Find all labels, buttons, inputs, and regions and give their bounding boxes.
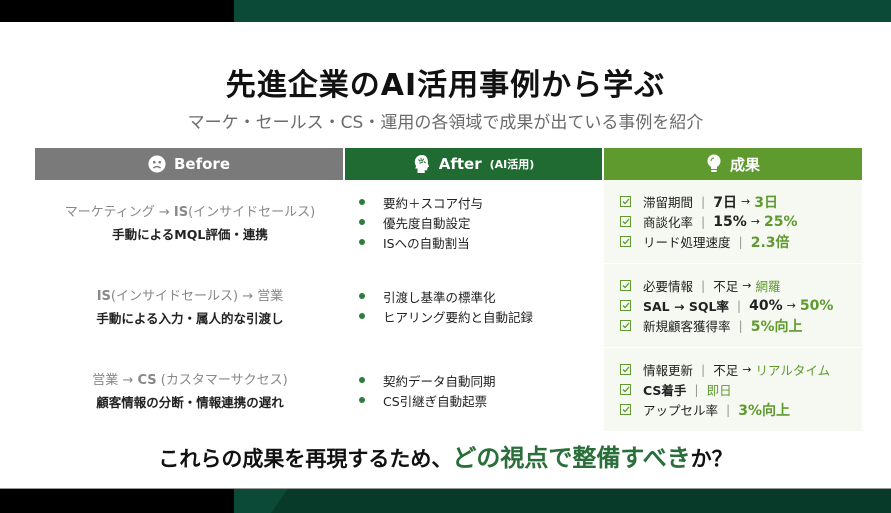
result-item: 必要情報| 不足→ 網羅 <box>620 276 862 296</box>
bullet-icon <box>359 199 365 205</box>
after-cell-2: 引渡し基準の標準化 ヒアリング要約と自動記録 <box>345 264 604 348</box>
before-cell-1: マーケティング → IS(インサイドセールス) 手動によるMQL評価・連携 <box>35 180 345 264</box>
bullet-icon <box>359 239 365 245</box>
slide-title: 先進企業のAI活用事例から学ぶ <box>225 68 666 103</box>
header-after-sublabel: (AI活用) <box>489 158 535 171</box>
checkbox-icon <box>620 196 631 207</box>
result-item: 商談化率| 15%→ 25% <box>620 212 862 232</box>
issue-text: 手動による入力・属人的な引渡し <box>96 311 284 326</box>
result-item: リード処理速度| 2.3倍 <box>620 232 862 252</box>
header-after: After (AI活用) <box>345 148 604 180</box>
checkbox-icon <box>620 404 631 415</box>
comparison-table: Before After (AI活用) 成果 マーケティング → IS(インサイ… <box>35 148 862 432</box>
lightbulb-icon <box>706 154 722 174</box>
result-item: 新規顧客獲得率| 5%向上 <box>620 316 862 336</box>
header-before: Before <box>35 148 345 180</box>
brain-head-icon <box>413 154 431 174</box>
top-banner-black <box>0 0 234 22</box>
list-item: CS引継ぎ自動起票 <box>359 390 604 410</box>
after-cell-1: 要約＋スコア付与 優先度自動設定 ISへの自動割当 <box>345 180 604 264</box>
bullet-icon <box>359 377 365 383</box>
bullet-icon <box>359 293 365 299</box>
flow-label: 営業 → CS (カスタマーサクセス) <box>92 373 288 388</box>
flow-label: IS(インサイドセールス) → 営業 <box>96 289 284 304</box>
top-banner-green <box>234 0 891 22</box>
issue-text: 顧客情報の分断・情報連携の遅れ <box>96 395 284 410</box>
result-item: SAL → SQL率| 40%→ 50% <box>620 296 862 316</box>
after-cell-3: 契約データ自動同期 CS引継ぎ自動起票 <box>345 348 604 432</box>
bullet-icon <box>359 219 365 225</box>
after-list: 要約＋スコア付与 優先度自動設定 ISへの自動割当 <box>359 192 604 252</box>
list-item: 引渡し基準の標準化 <box>359 286 604 306</box>
checkbox-icon <box>620 320 631 331</box>
header-after-label: After <box>438 155 482 173</box>
result-item: CS着手| 即日 <box>620 380 862 400</box>
bottom-banner <box>0 488 891 513</box>
bottom-banner-black <box>0 489 234 513</box>
flow-label: マーケティング → IS(インサイドセールス) <box>64 205 316 220</box>
column-result: 滞留期間| 7日→ 3日 商談化率| 15%→ 25% リード処理速度| 2.3… <box>604 180 862 432</box>
after-list: 契約データ自動同期 CS引継ぎ自動起票 <box>359 370 604 410</box>
checkbox-icon <box>620 236 631 247</box>
checkbox-icon <box>620 300 631 311</box>
list-item: ヒアリング要約と自動記録 <box>359 306 604 326</box>
list-item: 要約＋スコア付与 <box>359 192 604 212</box>
list-item: 契約データ自動同期 <box>359 370 604 390</box>
result-item: アップセル率| 3%向上 <box>620 400 862 420</box>
list-item: ISへの自動割当 <box>359 232 604 252</box>
header-before-label: Before <box>173 155 230 173</box>
table-header: Before After (AI活用) 成果 <box>35 148 862 180</box>
bullet-icon <box>359 397 365 403</box>
result-item: 情報更新| 不足→ リアルタイム <box>620 360 862 380</box>
result-cell-2: 必要情報| 不足→ 網羅 SAL → SQL率| 40%→ 50% 新規顧客獲得… <box>604 264 862 348</box>
after-list: 引渡し基準の標準化 ヒアリング要約と自動記録 <box>359 286 604 326</box>
column-after: 要約＋スコア付与 優先度自動設定 ISへの自動割当 引渡し基準の標準化 ヒアリン… <box>345 180 604 432</box>
checkbox-icon <box>620 216 631 227</box>
checkbox-icon <box>620 384 631 395</box>
header-result-label: 成果 <box>729 155 760 174</box>
before-cell-2: IS(インサイドセールス) → 営業 手動による入力・属人的な引渡し <box>35 264 345 348</box>
bullet-icon <box>359 313 365 319</box>
before-cell-3: 営業 → CS (カスタマーサクセス) 顧客情報の分断・情報連携の遅れ <box>35 348 345 432</box>
checkbox-icon <box>620 280 631 291</box>
checkbox-icon <box>620 364 631 375</box>
bottom-banner-green <box>234 489 891 513</box>
result-cell-3: 情報更新| 不足→ リアルタイム CS着手| 即日 アップセル率| 3%向上 <box>604 348 862 432</box>
header-result: 成果 <box>604 148 862 180</box>
question-highlight: どの視点で整備すべき <box>452 444 691 472</box>
top-banner <box>0 0 891 22</box>
issue-text: 手動によるMQL評価・連携 <box>112 227 268 242</box>
result-cell-1: 滞留期間| 7日→ 3日 商談化率| 15%→ 25% リード処理速度| 2.3… <box>604 180 862 264</box>
closing-question: これらの成果を再現するため、どの視点で整備すべきか？ <box>158 444 733 472</box>
sad-face-icon <box>148 155 166 173</box>
table-body: マーケティング → IS(インサイドセールス) 手動によるMQL評価・連携 IS… <box>35 180 862 432</box>
slide-subtitle: マーケ・セールス・CS・運用の各領域で成果が出ている事例を紹介 <box>187 113 704 133</box>
column-before: マーケティング → IS(インサイドセールス) 手動によるMQL評価・連携 IS… <box>35 180 345 432</box>
result-item: 滞留期間| 7日→ 3日 <box>620 192 862 212</box>
list-item: 優先度自動設定 <box>359 212 604 232</box>
